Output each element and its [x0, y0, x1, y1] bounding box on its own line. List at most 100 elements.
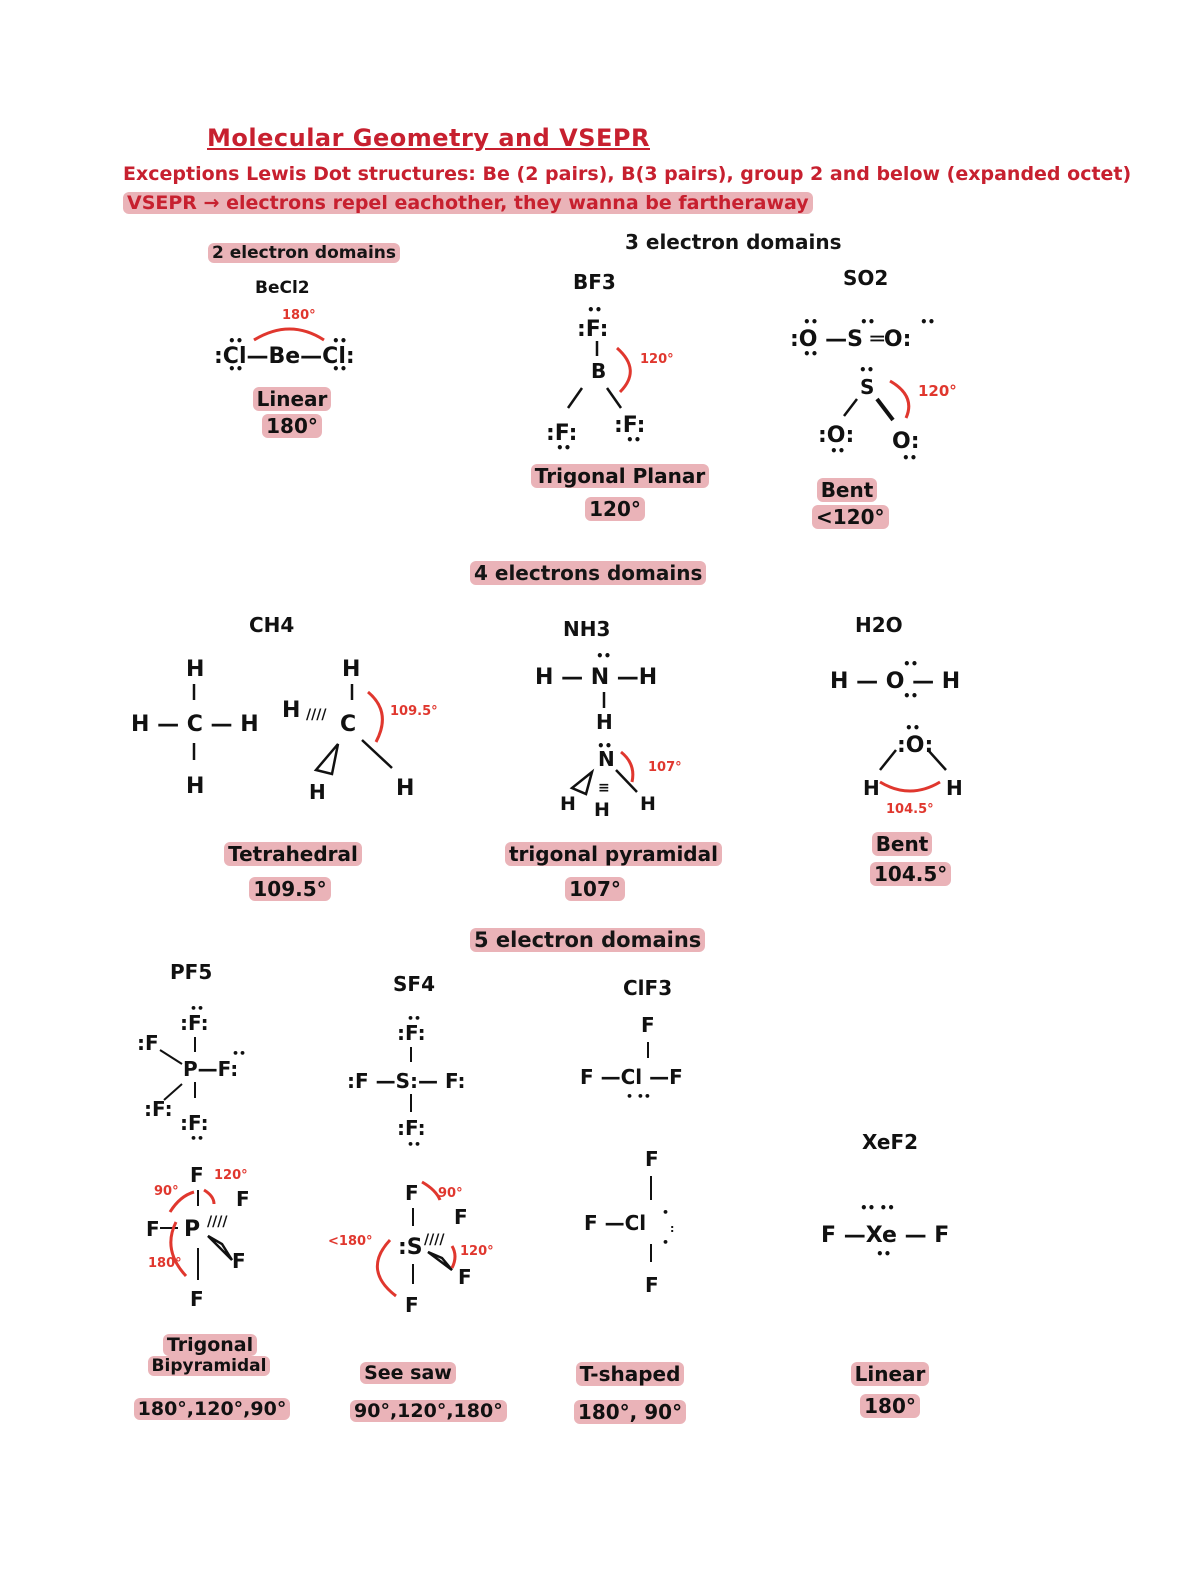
svg-text:••: •• [859, 363, 874, 377]
xef2-structure: F —Xe — F •• •• •• [821, 1201, 949, 1261]
svg-text:F: F [146, 1217, 160, 1241]
svg-text:••: •• [332, 362, 347, 376]
angle-arrows [168, 327, 941, 1298]
angle-clf3: 180°, 90° [568, 1400, 692, 1424]
angle-mark-pf5-90: 90° [154, 1184, 179, 1199]
angle-nh3: 107° [560, 877, 630, 901]
angle-mark-sf4-180: <180° [328, 1234, 373, 1249]
svg-text::F:: :F: [180, 1011, 209, 1035]
sf4-lewis: :F: •• :F —S:— F: :F: •• [347, 1012, 466, 1151]
svg-text::F: :F [137, 1031, 159, 1055]
svg-text:////: //// [424, 1232, 445, 1248]
shape-bf3: Trigonal Planar [530, 464, 710, 488]
angle-mark-pf5-120: 120° [214, 1168, 248, 1183]
svg-text:H: H [396, 776, 414, 801]
svg-text:≡: ≡ [598, 780, 610, 796]
svg-text:H: H [282, 698, 300, 723]
svg-text:••: •• [190, 1132, 204, 1145]
svg-text:////: //// [207, 1214, 228, 1230]
svg-text::O:: :O: [818, 423, 854, 448]
clf3-lewis: F F —Cl —F • •• [580, 1013, 683, 1103]
svg-text:••: •• [228, 334, 243, 348]
angle-mark-so2: 120° [918, 382, 957, 400]
section-4-domains: 4 electrons domains [470, 561, 707, 585]
svg-text::F:: :F: [397, 1021, 426, 1045]
vsepr-note: VSEPR → electrons repel eachother, they … [123, 192, 813, 214]
shape-so2: Bent [812, 478, 882, 502]
svg-text::Cl—Be—Cl:: :Cl—Be—Cl: [214, 344, 355, 369]
shape-pf5-line2: Bipyramidal [136, 1356, 282, 1376]
svg-text::F:: :F: [144, 1097, 173, 1121]
svg-text:••: •• [830, 444, 845, 458]
angle-ch4: 109.5° [240, 877, 340, 901]
svg-text:F: F [641, 1013, 655, 1037]
svg-text:H — O — H: H — O — H [830, 669, 960, 694]
svg-text:F: F [232, 1249, 246, 1273]
svg-text:F —Cl —F: F —Cl —F [580, 1065, 683, 1089]
shape-sf4: See saw [358, 1362, 458, 1384]
svg-text:H: H [596, 710, 613, 734]
svg-text:••: •• [903, 657, 918, 671]
svg-text:F —Xe — F: F —Xe — F [821, 1223, 949, 1248]
angle-mark-nh3: 107° [648, 760, 682, 775]
svg-text:H: H [309, 780, 326, 804]
svg-text:••: •• [876, 1247, 891, 1261]
angle-xef2: 180° [840, 1394, 940, 1418]
svg-text:••: •• [596, 649, 611, 663]
svg-text:••: •• [803, 347, 818, 361]
ch4-structure: H H — C — H H H H //// C H H [131, 657, 414, 804]
formula-so2: SO2 [843, 266, 889, 290]
angle-mark-becl2: 180° [282, 308, 316, 323]
svg-text:F: F [645, 1147, 659, 1171]
shape-h2o: Bent [870, 832, 934, 856]
svg-text:F: F [190, 1287, 204, 1311]
svg-text:F: F [405, 1181, 419, 1205]
svg-text:P: P [184, 1217, 200, 1242]
shape-ch4: Tetrahedral [218, 842, 368, 866]
svg-text:••: •• [903, 689, 918, 703]
vsepr-definition: VSEPR → electrons repel eachother, they … [123, 192, 813, 214]
svg-text::F:: :F: [180, 1111, 209, 1135]
shape-xef2: Linear [840, 1362, 940, 1386]
angle-sf4: 90°,120°,180° [350, 1400, 507, 1422]
shape-clf3: T-shaped [568, 1362, 692, 1386]
formula-sf4: SF4 [393, 972, 435, 996]
angle-mark-h2o: 104.5° [886, 802, 934, 817]
svg-text:F: F [454, 1205, 468, 1229]
svg-text:••: •• [190, 1002, 204, 1015]
svg-text:F: F [458, 1265, 472, 1289]
exceptions-note: Exceptions Lewis Dot structures: Be (2 p… [123, 163, 1132, 185]
pf5-lewis: :F: •• :F P—F: •• :F: :F: •• [137, 1002, 246, 1145]
formula-ch4: CH4 [249, 613, 295, 637]
svg-text:P—F:: P—F: [183, 1057, 238, 1081]
formula-bf3: BF3 [573, 270, 616, 294]
angle-mark-ch4: 109.5° [390, 704, 438, 719]
svg-text:F: F [405, 1293, 419, 1317]
svg-text:C: C [340, 712, 356, 737]
svg-text:••: •• [332, 334, 347, 348]
formula-pf5: PF5 [170, 960, 213, 984]
svg-text:•: • [662, 1206, 669, 1219]
pf5-3d: F F P //// F F F [146, 1163, 250, 1311]
svg-text:H: H [186, 774, 204, 799]
sf4-3d: F :S //// F F F [398, 1181, 472, 1317]
formula-clf3: ClF3 [623, 976, 673, 1000]
svg-text:•: • [662, 1236, 669, 1249]
angle-mark-sf4-90: 90° [438, 1186, 463, 1201]
svg-text:••: •• [232, 1047, 246, 1060]
svg-text:////: //// [306, 707, 327, 723]
formula-becl2: BeCl2 [255, 278, 310, 298]
formula-xef2: XeF2 [862, 1130, 919, 1154]
angle-mark-bf3: 120° [640, 352, 674, 367]
svg-text:B: B [591, 359, 606, 383]
angle-h2o: 104.5° [870, 862, 952, 886]
svg-text:••: •• [587, 303, 602, 317]
svg-text:H — N —H: H — N —H [535, 665, 657, 690]
angle-mark-pf5-180: 180° [148, 1256, 182, 1271]
shape-becl2: Linear [252, 387, 332, 411]
angle-pf5: 180°,120°,90° [132, 1398, 292, 1420]
svg-text:H: H [342, 657, 360, 682]
svg-text:F: F [645, 1273, 659, 1297]
svg-text:••: •• [407, 1138, 421, 1151]
